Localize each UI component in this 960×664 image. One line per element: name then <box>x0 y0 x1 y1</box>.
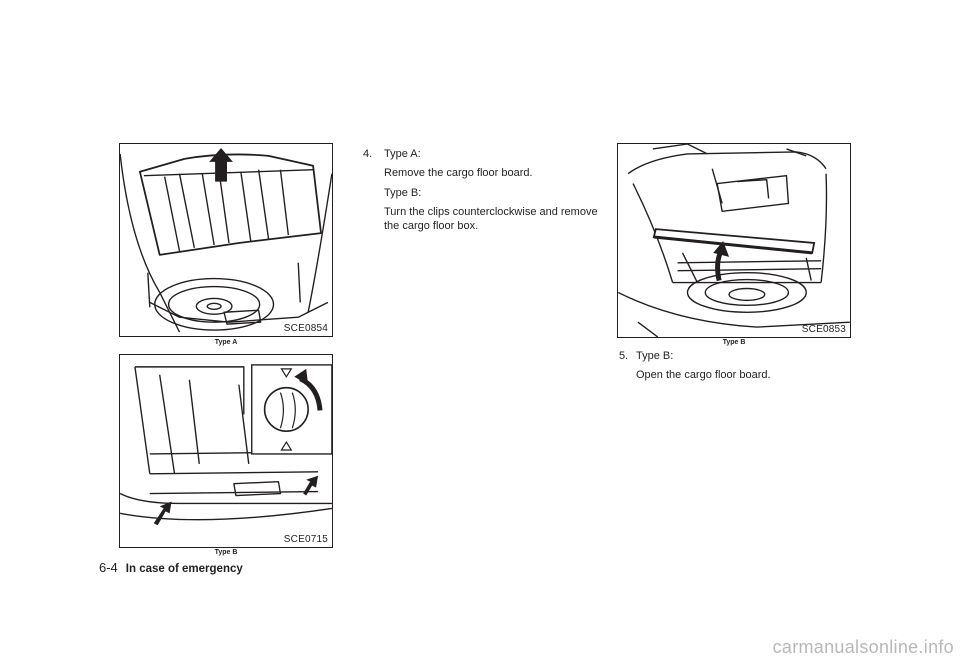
figure-caption: Type B <box>722 339 746 346</box>
step-4-number: 4. <box>363 148 373 160</box>
illustration-open-floor-board <box>618 144 850 337</box>
step-5-instruction: Open the cargo floor board. <box>636 369 771 381</box>
figure-code: SCE0853 <box>801 324 846 335</box>
page-footer: 6-4 In case of emergency <box>99 560 243 575</box>
section-title: In case of emergency <box>125 563 243 575</box>
step-4-instruction-b2: the cargo floor box. <box>384 220 479 232</box>
figure-caption: Type A <box>214 339 238 346</box>
figure-code: SCE0715 <box>283 534 328 545</box>
figure-code: SCE0854 <box>283 323 328 334</box>
illustration-remove-floor-board <box>120 147 332 333</box>
step-4-subtitle: Type B: <box>384 187 422 199</box>
step-4-instruction-b1: Turn the clips counterclockwise and remo… <box>384 206 598 218</box>
page-number: 6-4 <box>99 560 118 575</box>
step-5-title: Type B: <box>636 350 674 362</box>
figure-type-b-floor-board: SCE0853 <box>617 143 851 338</box>
illustration-turn-clips <box>120 364 332 526</box>
step-4-title: Type A: <box>384 148 421 160</box>
step-4-instruction-a: Remove the cargo floor board. <box>384 167 533 179</box>
step-5-number: 5. <box>619 350 629 362</box>
figure-type-a: SCE0854 <box>119 143 333 337</box>
figure-caption: Type B <box>214 549 238 556</box>
figure-type-b: SCE0715 <box>119 354 333 548</box>
watermark: carmanualsonline.info <box>772 637 954 657</box>
